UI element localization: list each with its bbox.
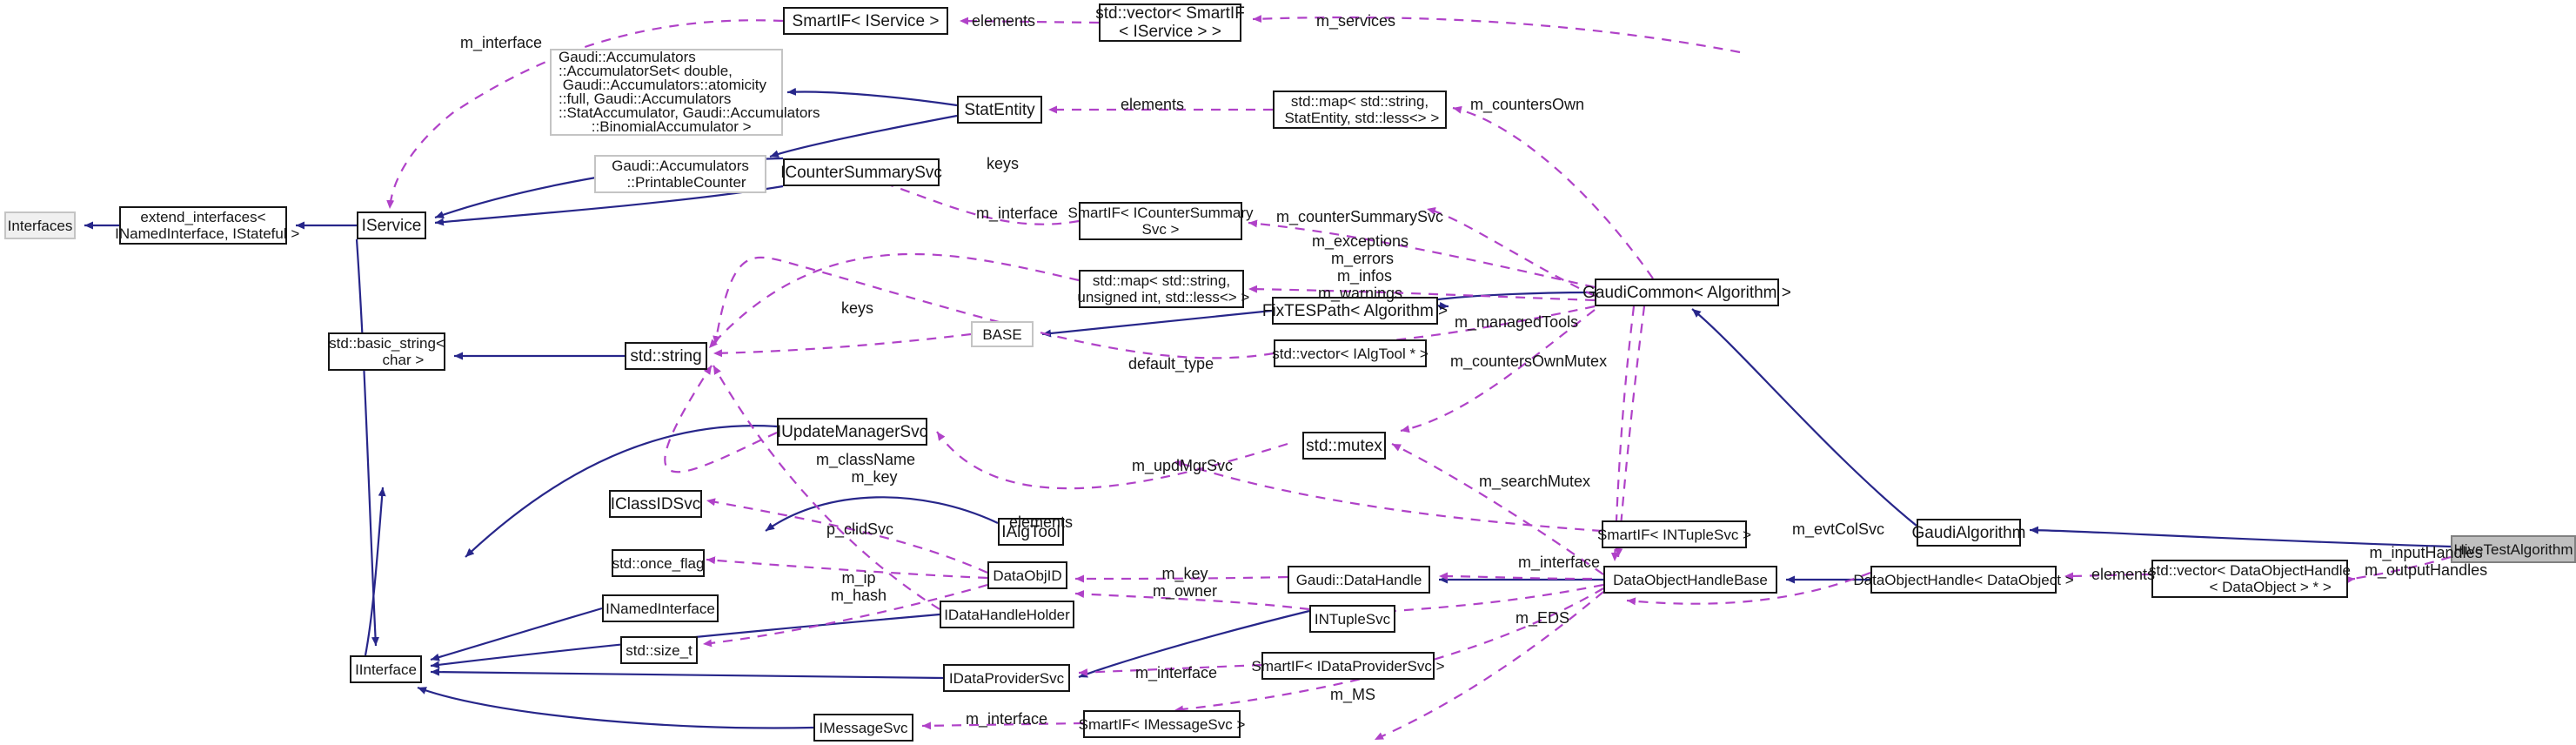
- inheritance-edges: [84, 87, 2452, 729]
- edge-label-m-interface-4: m_interface: [1135, 664, 1218, 681]
- node-dataobjecthandle-dataobject[interactable]: DataObjectHandle< DataObject >: [1853, 566, 2074, 594]
- node-imessagesvc[interactable]: IMessageSvc: [813, 714, 913, 742]
- edge-label-m-interface-5: m_interface: [966, 710, 1048, 728]
- node-smartif-icountersummarysvc[interactable]: SmartIF< ICounterSummary Svc >: [1067, 202, 1254, 240]
- edge-label-elements-4: elements: [2091, 566, 2156, 583]
- edge-label-m-countersownmutex: m_countersOwnMutex: [1450, 352, 1608, 370]
- node-std-string[interactable]: std::string: [625, 342, 707, 370]
- node-smartif-imessagesvc[interactable]: SmartIF< IMessageSvc >: [1079, 710, 1245, 738]
- node-base[interactable]: BASE: [971, 321, 1034, 347]
- edge-label-m-inputhandles-group: m_inputHandles m_outputHandles: [2365, 544, 2488, 579]
- node-std-basic-string[interactable]: std::basic_string< char >: [328, 332, 445, 371]
- edge-label-m-evtcolsvc: m_evtColSvc: [1792, 520, 1885, 538]
- node-statentity[interactable]: StatEntity: [957, 96, 1042, 124]
- node-dataobjid[interactable]: DataObjID: [987, 561, 1067, 589]
- node-map-string-statentity[interactable]: std::map< std::string, StatEntity, std::…: [1273, 91, 1447, 129]
- edge-label-elements-2: elements: [1121, 96, 1185, 113]
- edge-label-m-exceptions-group: m_exceptions m_errors m_infos m_warnings: [1312, 232, 1409, 302]
- node-std-once-flag[interactable]: std::once_flag: [612, 549, 705, 577]
- node-extend-interfaces[interactable]: extend_interfaces< INamedInterface, ISta…: [115, 206, 299, 245]
- node-std-mutex[interactable]: std::mutex: [1302, 432, 1386, 460]
- node-idataprovidersvc[interactable]: IDataProviderSvc: [943, 664, 1070, 692]
- node-smartif-iservice[interactable]: SmartIF< IService >: [783, 7, 948, 35]
- node-smartif-intuplesvc[interactable]: SmartIF< INTupleSvc >: [1597, 520, 1751, 548]
- edge-label-m-key-m-owner: m_key m_owner: [1153, 565, 1218, 600]
- node-inamedinterface[interactable]: INamedInterface: [602, 594, 719, 622]
- node-std-size-t[interactable]: std::size_t: [620, 636, 698, 664]
- node-dataobjecthandlebase[interactable]: DataObjectHandleBase: [1603, 566, 1777, 594]
- edge-label-keys-1: keys: [987, 155, 1020, 172]
- edge-label-m-services: m_services: [1316, 12, 1396, 30]
- node-vector-dataobjecthandle[interactable]: std::vector< DataObjectHandle < DataObje…: [2149, 560, 2351, 598]
- node-idatahandleholder[interactable]: IDataHandleHolder: [940, 601, 1074, 628]
- edge-label-m-updmgrsvc: m_updMgrSvc: [1132, 457, 1234, 474]
- edge-label-m-interface-2: m_interface: [976, 205, 1059, 222]
- node-vector-smartif-iservice[interactable]: std::vector< SmartIF < IService > >: [1095, 3, 1245, 42]
- node-gaudicommon-algorithm[interactable]: GaudiCommon< Algorithm >: [1582, 279, 1791, 306]
- node-map-string-uint[interactable]: std::map< std::string, unsigned int, std…: [1077, 270, 1249, 308]
- node-gaudi-datahandle[interactable]: Gaudi::DataHandle: [1288, 566, 1430, 594]
- edge-label-p-clidsvc: p_clidSvc: [826, 520, 894, 538]
- node-iservice[interactable]: IService: [357, 211, 426, 239]
- node-printable-counter[interactable]: Gaudi::Accumulators ::PrintableCounter: [594, 155, 766, 193]
- node-vector-ialgtool-ptr[interactable]: std::vector< IAlgTool * >: [1272, 339, 1429, 367]
- edge-label-m-managedtools: m_managedTools: [1455, 313, 1579, 331]
- edge-label-m-ms: m_MS: [1330, 686, 1376, 703]
- node-smartif-idataprovidersvc[interactable]: SmartIF< IDataProviderSvc >: [1251, 652, 1445, 680]
- edge-label-m-eds: m_EDS: [1515, 609, 1570, 627]
- edge-label-m-ip-m-hash: m_ip m_hash: [831, 569, 887, 604]
- edge-label-keys-2: keys: [841, 299, 874, 317]
- edge-label-m-classname-m-key: m_className m_key: [816, 451, 916, 486]
- edge-label-elements-3: elements: [1009, 513, 1074, 531]
- node-iclassidsvc[interactable]: IClassIDSvc: [609, 490, 702, 518]
- node-hivetestalgorithm[interactable]: HiveTestAlgorithm: [2451, 535, 2576, 563]
- node-accumulator-set[interactable]: Gaudi::Accumulators ::AccumulatorSet< do…: [550, 49, 820, 136]
- node-iupdatemanagersvc[interactable]: IUpdateManagerSvc: [777, 418, 927, 446]
- edge-label-default-type: default_type: [1128, 355, 1214, 372]
- node-icountersummarysvc[interactable]: ICounterSummarySvc: [780, 158, 942, 186]
- edge-label-m-countersown: m_countersOwn: [1470, 96, 1585, 113]
- edge-label-m-countersummarysvc: m_counterSummarySvc: [1276, 208, 1444, 225]
- edge-label-m-interface-1: m_interface: [460, 34, 543, 51]
- node-ialgtool[interactable]: IAlgTool: [998, 518, 1064, 546]
- edge-label-m-interface-3: m_interface: [1518, 554, 1601, 571]
- node-gaudialgorithm[interactable]: GaudiAlgorithm: [1912, 519, 2025, 547]
- node-interfaces[interactable]: Interfaces: [4, 211, 76, 239]
- edge-label-elements-1: elements: [972, 12, 1036, 30]
- node-iinterface[interactable]: IInterface: [350, 655, 422, 683]
- node-intuplesvc[interactable]: INTupleSvc: [1309, 605, 1395, 633]
- edge-label-m-searchmutex: m_searchMutex: [1479, 473, 1591, 490]
